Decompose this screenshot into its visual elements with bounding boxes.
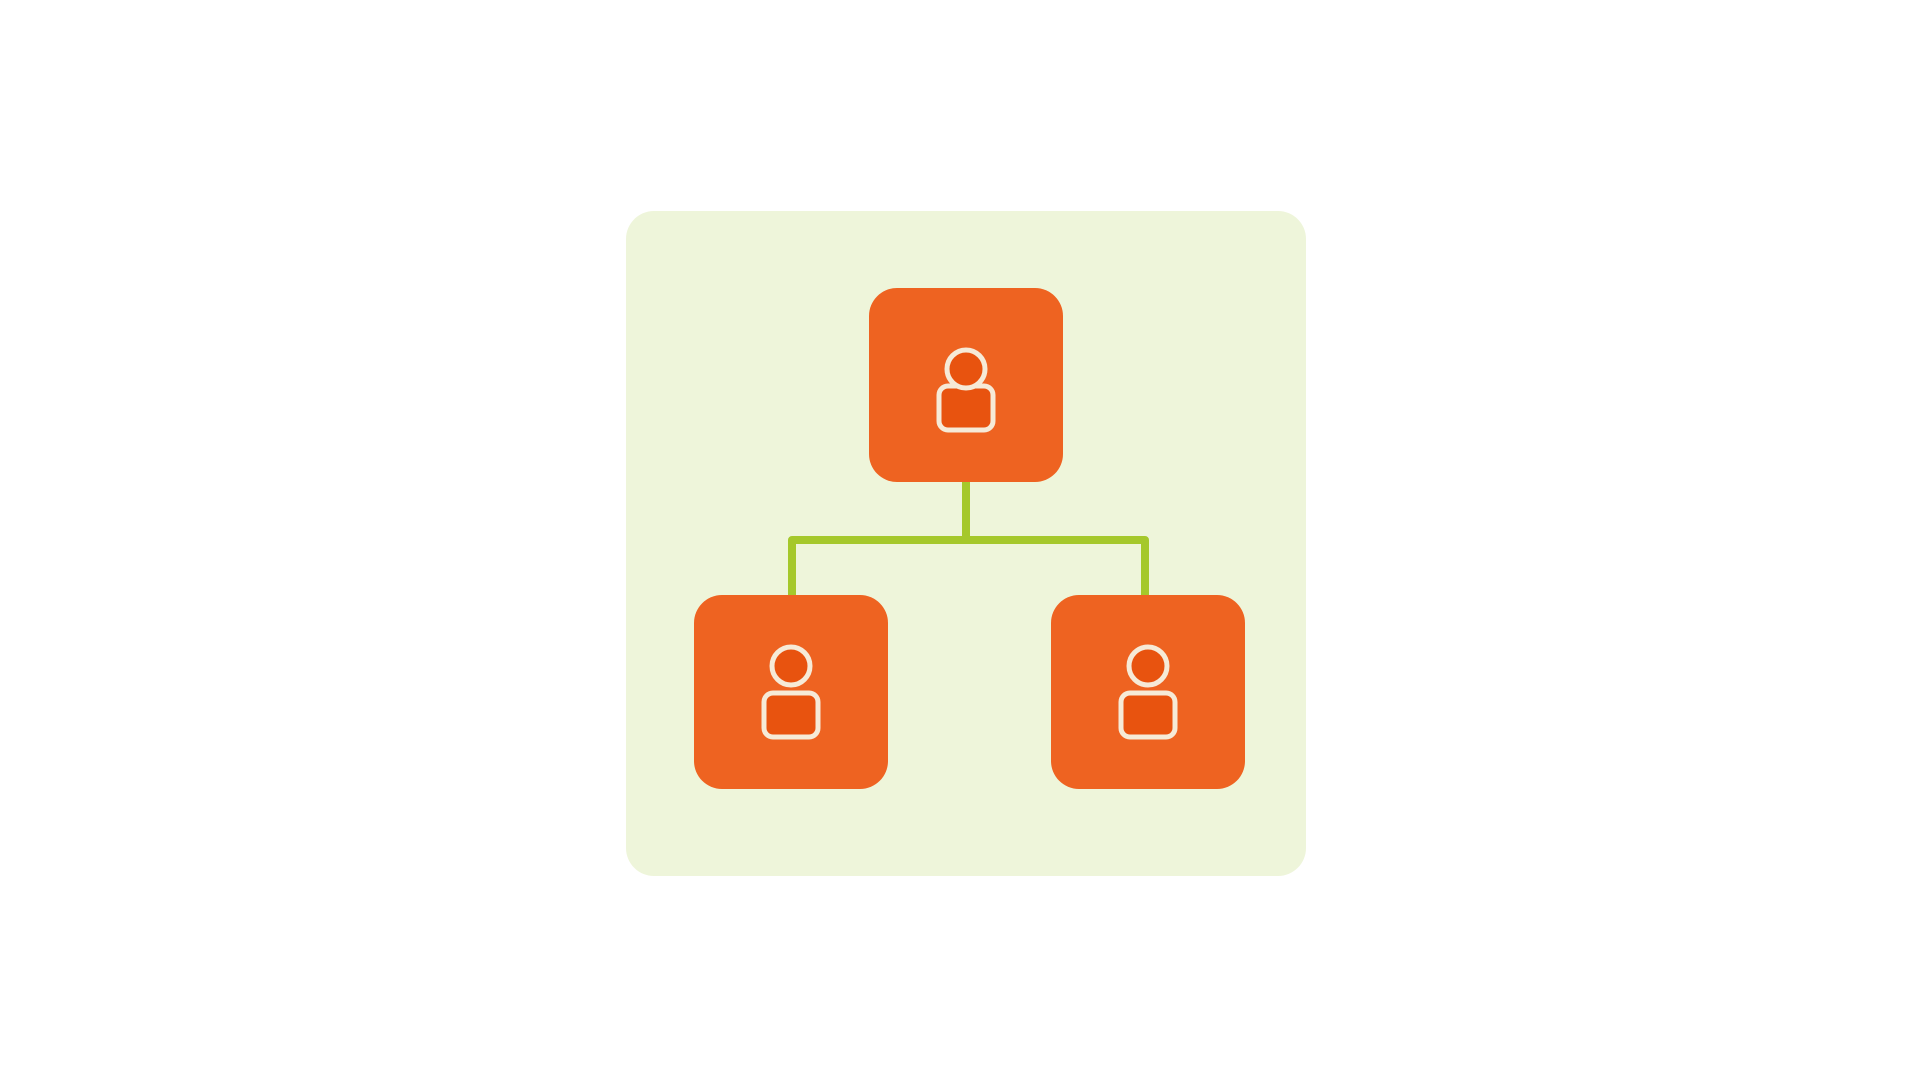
person-icon	[761, 644, 821, 740]
org-node-right	[1051, 595, 1245, 789]
person-icon	[1118, 644, 1178, 740]
connector-path	[788, 478, 1149, 601]
org-node-top	[869, 288, 1063, 482]
org-node-left	[694, 595, 888, 789]
person-icon	[936, 347, 996, 433]
